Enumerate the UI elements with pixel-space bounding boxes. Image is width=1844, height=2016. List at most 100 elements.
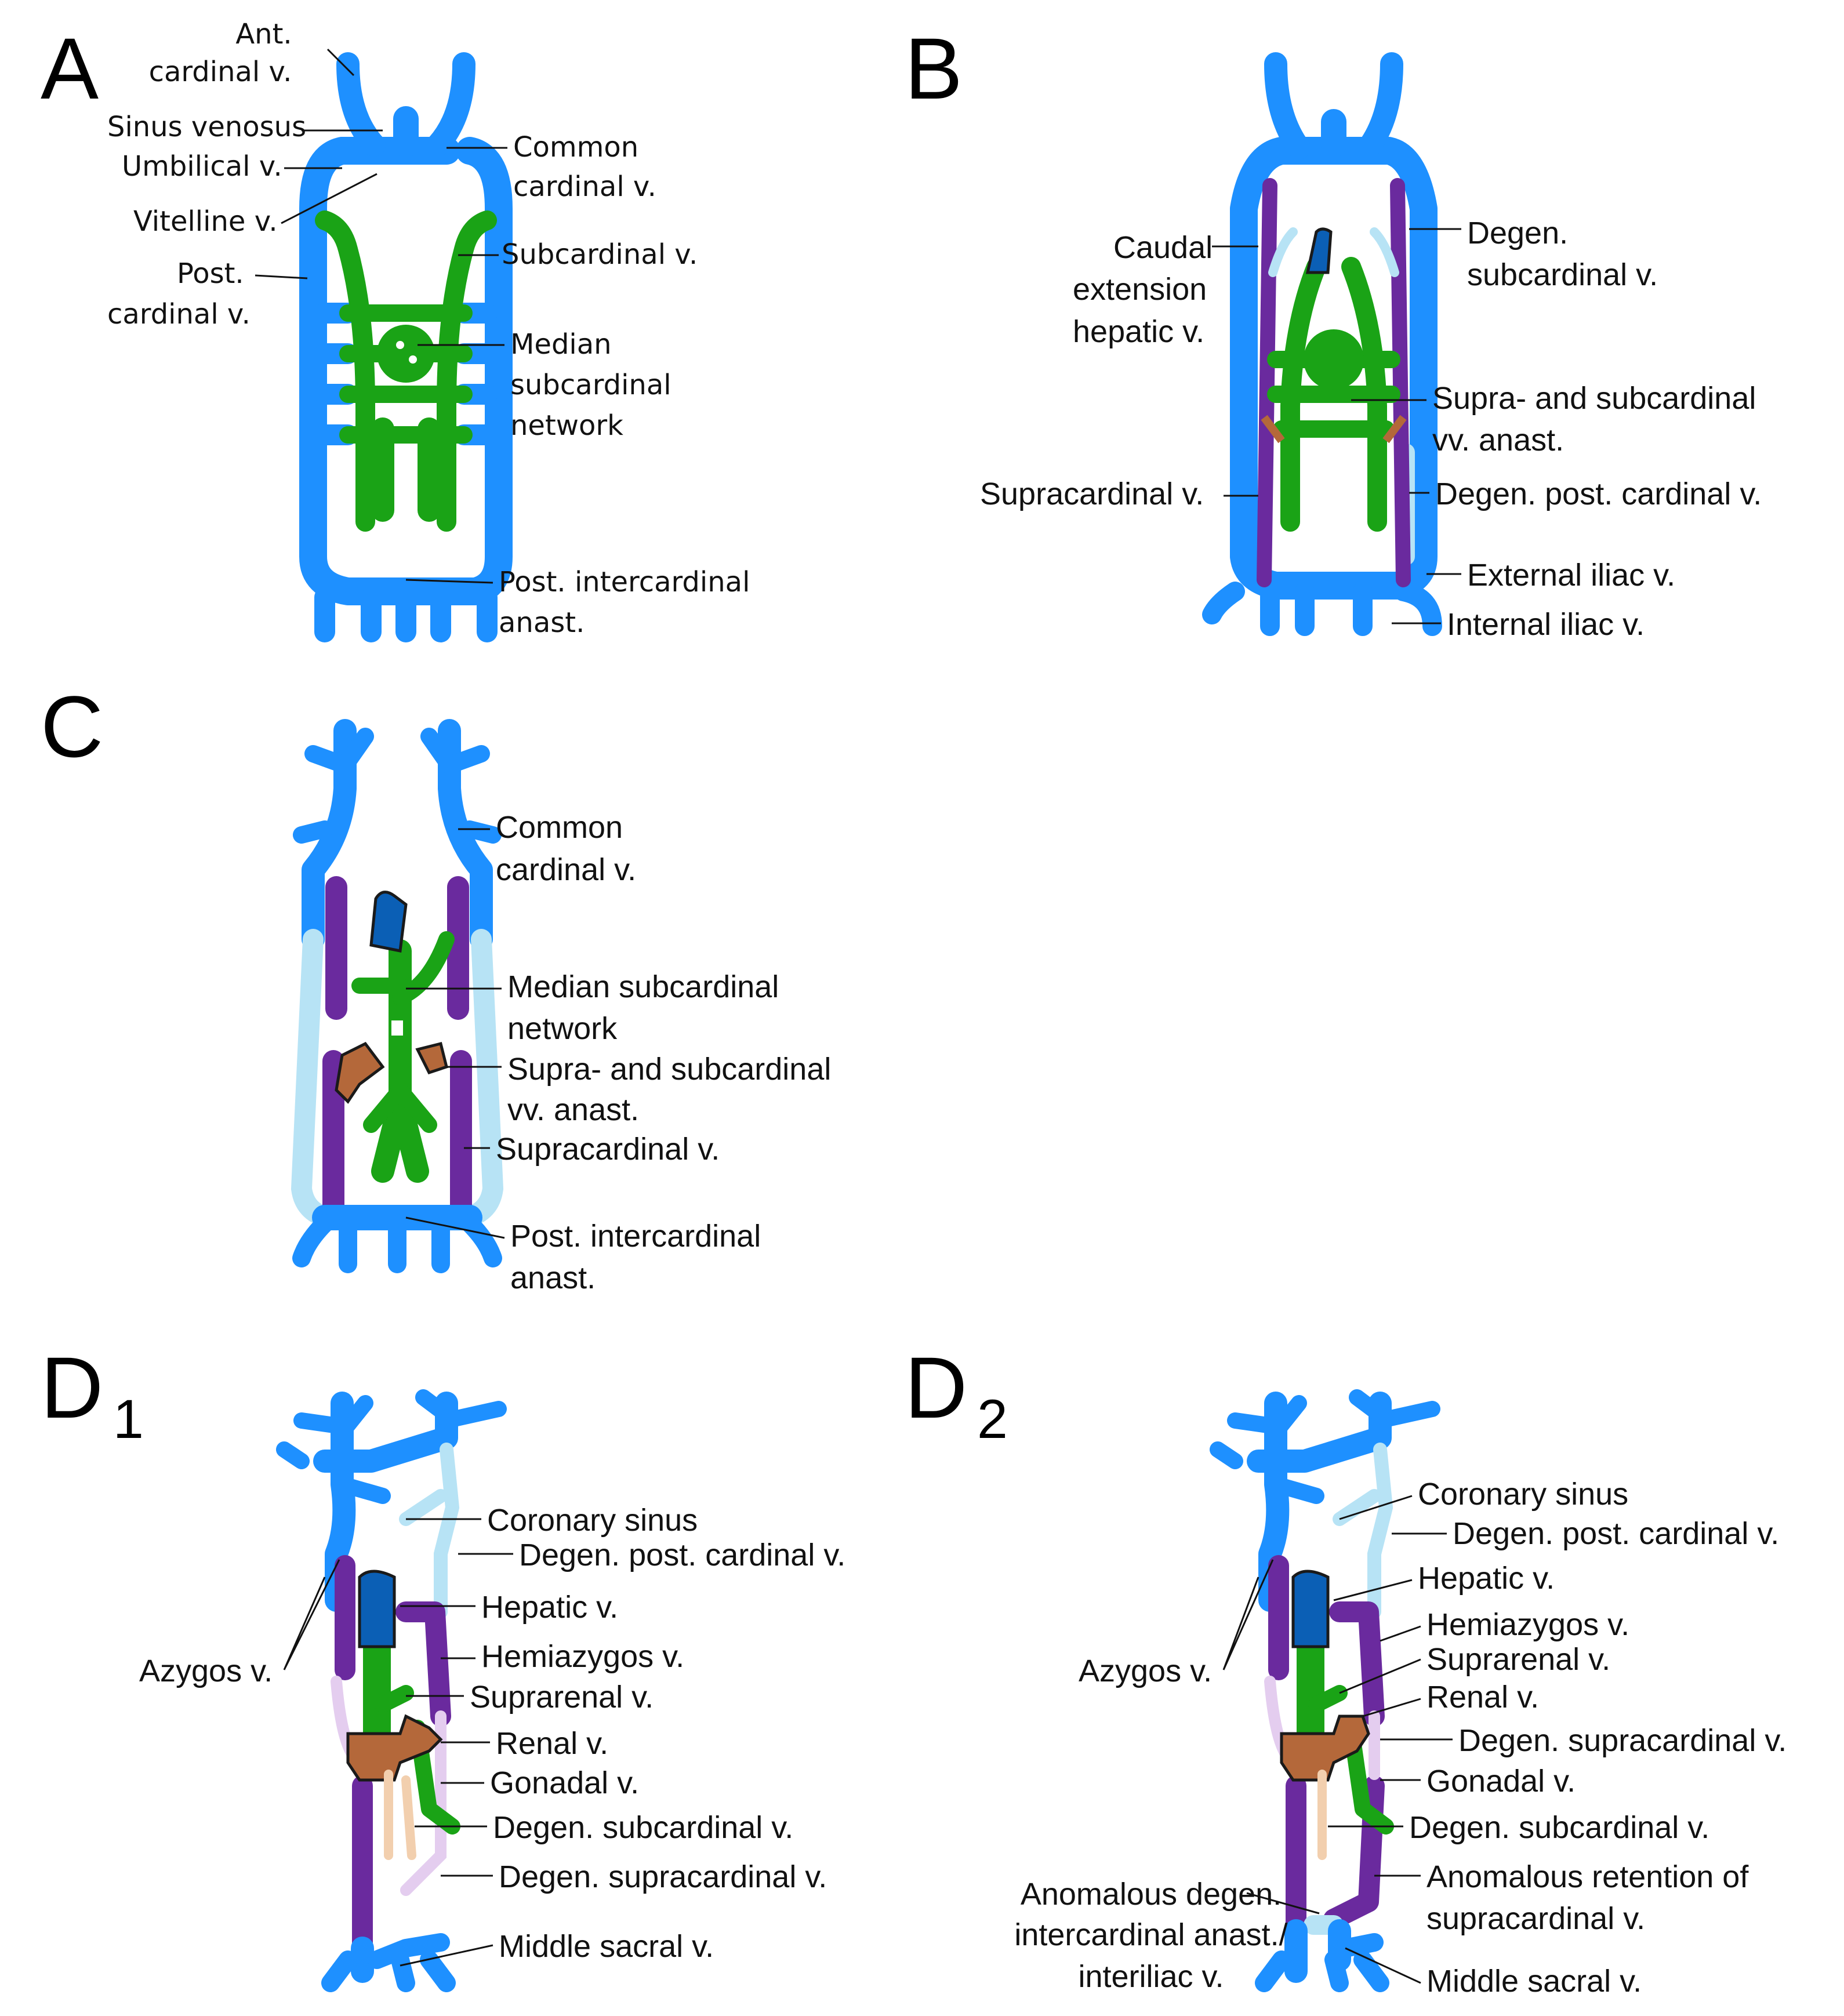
label-common-1: Common <box>496 810 623 845</box>
label-supra-sub-1: Supra- and subcardinal <box>1432 381 1756 416</box>
supracardinal-veins <box>1257 178 1411 587</box>
label-d2-anom-retention-1: Anomalous retention of <box>1426 1859 1749 1894</box>
label-common-cardinal-1: Common <box>513 131 638 164</box>
label-post-inter-2: anast. <box>499 606 585 639</box>
leader-d1-middle-sacral <box>400 1944 493 1967</box>
label-c-post-inter-2: anast. <box>510 1261 596 1295</box>
supra-sub-anast-right <box>415 1041 448 1075</box>
panel-b: B Caudal extension hepatic v. Degen. sub… <box>905 20 1762 642</box>
caudal-limbs <box>314 587 498 642</box>
hepatic-segment <box>369 891 408 953</box>
label-d2-hemiazygos: Hemiazygos v. <box>1426 1607 1629 1642</box>
label-d1-degen-sub: Degen. subcardinal v. <box>493 1810 793 1845</box>
label-caudal-2: extension <box>1073 272 1207 307</box>
label-d1-hepatic: Hepatic v. <box>481 1590 618 1625</box>
label-d1-coronary: Coronary sinus <box>487 1503 698 1538</box>
leader-d2-suprarenal <box>1339 1658 1421 1694</box>
label-d1-middle-sacral: Middle sacral v. <box>499 1929 714 1964</box>
label-d2-anom-degen-1: Anomalous degen. <box>1021 1877 1282 1912</box>
panel-d2: D 2 Coronary sinus Degen. post. cardinal… <box>905 1339 1787 1999</box>
degen-subcardinal <box>384 1770 416 1860</box>
supra-sub-anastomoses <box>1261 415 1407 444</box>
label-subcardinal: Subcardinal v. <box>502 238 698 271</box>
hepatic-vein <box>358 1570 396 1648</box>
label-d1-renal: Renal v. <box>496 1726 608 1761</box>
label-d1-hemiazygos: Hemiazygos v. <box>481 1639 684 1674</box>
supra-sub-anast-left <box>335 1041 385 1104</box>
panel-d1: D 1 Coronary sinus Degen. post. cardinal… <box>41 1339 845 1992</box>
panel-c-drawing <box>291 719 504 1273</box>
leader-d2-renal <box>1362 1698 1421 1717</box>
label-d2-degen-supra: Degen. supracardinal v. <box>1458 1723 1787 1758</box>
label-d2-hepatic: Hepatic v. <box>1418 1561 1555 1596</box>
panel-b-drawing <box>1202 52 1442 636</box>
label-d2-middle-sacral: Middle sacral v. <box>1426 1964 1642 1999</box>
label-d1-suprarenal: Suprarenal v. <box>470 1680 654 1714</box>
label-supracardinal: Supracardinal v. <box>980 477 1204 511</box>
label-vitelline: Vitelline v. <box>133 205 278 238</box>
panel-b-letter: B <box>905 20 963 117</box>
label-d2-anom-degen-3: interiliac v. <box>1078 1959 1224 1994</box>
degen-post-cardinal <box>399 1443 460 1619</box>
caudal-extension-hepatic <box>1305 227 1333 274</box>
label-median-2: subcardinal <box>510 369 671 401</box>
label-d2-suprarenal: Suprarenal v. <box>1426 1642 1610 1677</box>
ant-cardinal-right <box>426 52 475 157</box>
leader-vitelline <box>281 173 377 224</box>
label-c-median-1: Median subcardinal <box>507 969 779 1004</box>
leader-post-inter <box>405 579 493 584</box>
label-caudal-3: hepatic v. <box>1073 314 1204 349</box>
leader-post-cardinal <box>255 274 308 279</box>
panel-c: C Common cardinal v. Median subcardinal … <box>41 678 831 1295</box>
label-d1-gonadal: Gonadal v. <box>490 1766 639 1800</box>
panel-d2-subscript: 2 <box>977 1389 1008 1450</box>
label-ext-iliac: External iliac v. <box>1467 558 1675 593</box>
label-c-supracardinal: Supracardinal v. <box>496 1132 720 1167</box>
network-hole <box>396 341 404 349</box>
lateral-segmental-veins <box>314 303 498 445</box>
label-degen-post: Degen. post. cardinal v. <box>1435 477 1762 511</box>
panel-d1-drawing <box>276 1389 507 1992</box>
posterior-cardinal-vein-left <box>299 137 513 605</box>
panel-d2-letter: D <box>905 1339 967 1436</box>
label-degen-sub-1: Degen. <box>1467 216 1568 250</box>
label-median-3: network <box>510 409 623 442</box>
network-hole <box>409 355 417 364</box>
label-median-1: Median <box>510 328 612 361</box>
label-c-post-inter-1: Post. intercardinal <box>510 1219 761 1254</box>
degen-subcardinal-upper <box>1268 227 1399 277</box>
azygos-hemiazygos <box>335 1555 451 1959</box>
panel-a-drawing <box>299 52 513 642</box>
leader-d2-azygos <box>1222 1559 1274 1670</box>
label-post-cardinal-2: cardinal v. <box>107 298 251 330</box>
caudal-limbs <box>292 1214 502 1273</box>
azygos-hemiazygos-retained <box>1268 1555 1385 1941</box>
leader-d2-anom-degen <box>1246 1892 1320 1915</box>
network-hole <box>391 1020 403 1036</box>
label-common-2: cardinal v. <box>496 852 636 887</box>
median-subcardinal-network <box>1304 329 1364 390</box>
label-common-cardinal-2: cardinal v. <box>513 170 656 203</box>
label-supra-sub-2: vv. anast. <box>1432 423 1564 457</box>
common-cardinal-veins <box>302 719 493 951</box>
leader-d2-hepatic <box>1333 1579 1413 1601</box>
leader-d2-hemiazygos <box>1380 1625 1421 1642</box>
supracardinal-veins <box>322 876 472 1223</box>
subcardinal-veins <box>315 210 497 532</box>
label-d1-degen-supra: Degen. supracardinal v. <box>499 1859 827 1894</box>
label-post-cardinal-1: Post. <box>177 257 244 290</box>
renal-anast <box>346 1714 443 1782</box>
label-d2-coronary: Coronary sinus <box>1418 1477 1628 1512</box>
leader-ant-cardinal <box>326 48 355 77</box>
iliac-branches <box>1255 1933 1389 1992</box>
label-int-iliac: Internal iliac v. <box>1447 607 1645 642</box>
panel-d1-subscript: 1 <box>113 1389 144 1450</box>
median-subcardinal-network-blob <box>377 325 435 383</box>
ant-cardinal-veins <box>1264 52 1403 159</box>
panel-a: A Ant. cardinal v. Sinus venosus Umb <box>41 18 750 642</box>
label-d2-degen-sub: Degen. subcardinal v. <box>1409 1810 1709 1845</box>
posterior-cardinal-loop <box>1230 137 1438 600</box>
upper-branches <box>276 1389 507 1504</box>
panel-c-letter: C <box>41 678 103 775</box>
